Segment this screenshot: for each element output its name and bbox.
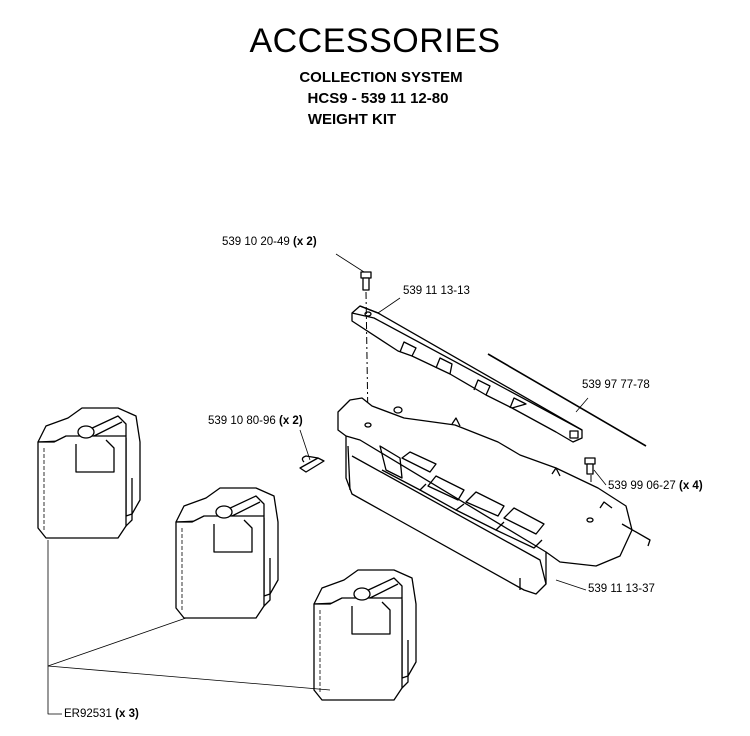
- weight-part-2: [175, 487, 279, 619]
- part-number: 539 97 77-78: [582, 379, 650, 391]
- part-number: 539 11 13-13: [403, 285, 470, 297]
- part-number: 539 10 80-96: [208, 415, 276, 427]
- weight-part-3: [313, 569, 417, 701]
- label-tray-13-37: 539 11 13-37: [588, 583, 655, 595]
- part-number: 539 10 20-49: [222, 236, 290, 248]
- subtitle-kit: WEIGHT KIT: [307, 111, 397, 128]
- subtitle-model: HCS9 - 539 11 12-80: [307, 90, 449, 107]
- label-weight-er92531: ER92531 (x 3): [64, 708, 139, 720]
- part-qty: (x 2): [293, 236, 317, 248]
- label-bolt-20-49: 539 10 20-49 (x 2): [222, 236, 317, 248]
- part-qty: (x 3): [115, 708, 139, 720]
- label-bracket-13-13: 539 11 13-13: [403, 285, 470, 297]
- page-title: ACCESSORIES: [249, 22, 501, 60]
- tray-part: [337, 397, 651, 595]
- weight-part-1: [37, 407, 141, 539]
- label-bolt-06-27: 539 99 06-27 (x 4): [608, 480, 703, 492]
- leader-lines: [47, 253, 607, 715]
- bolt-part: [360, 271, 372, 291]
- part-number: 539 11 13-37: [588, 583, 655, 595]
- part-number: 539 99 06-27: [608, 480, 676, 492]
- pin-part: [299, 455, 325, 473]
- bracket-bar-part: [351, 305, 583, 443]
- subtitle-system: COLLECTION SYSTEM: [299, 69, 463, 86]
- label-rod-77-78: 539 97 77-78: [582, 379, 650, 391]
- rod-part: [487, 353, 647, 447]
- label-pin-80-96: 539 10 80-96 (x 2): [208, 415, 303, 427]
- part-number: ER92531: [64, 708, 112, 720]
- part-qty: (x 2): [279, 415, 303, 427]
- small-bolt-part: [584, 457, 596, 475]
- part-qty: (x 4): [679, 480, 703, 492]
